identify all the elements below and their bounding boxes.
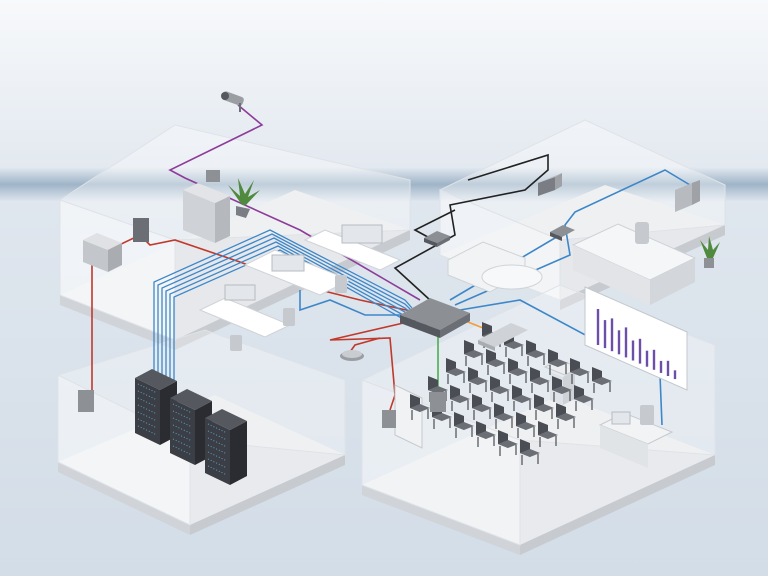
audience-chair — [472, 394, 492, 420]
audience-chair — [534, 394, 554, 420]
cable-red-outlet — [329, 317, 426, 411]
audience-chair — [592, 367, 612, 393]
server-rack-icon — [135, 369, 177, 445]
audience-chair — [552, 376, 572, 402]
reception-chair — [635, 222, 649, 244]
audience-chair — [574, 385, 594, 411]
office-chairs — [230, 275, 347, 351]
network-outlet-icon — [78, 390, 446, 428]
cctv-camera-icon — [221, 91, 244, 112]
audience-chair — [446, 358, 466, 384]
cable-tray — [478, 323, 528, 351]
server-racks — [135, 369, 247, 485]
audience-chair — [498, 430, 518, 456]
audience-chair — [454, 412, 474, 438]
cable-red-ap — [349, 337, 381, 353]
audience-chair — [508, 358, 528, 384]
audience-chair — [450, 385, 470, 411]
audience-chair — [538, 421, 558, 447]
audience-chair — [486, 349, 506, 375]
reception-access-point-icon — [550, 225, 575, 241]
cable-blue-right — [454, 169, 691, 306]
audience-chair — [494, 403, 514, 429]
wireless-access-point-icon — [340, 350, 364, 361]
desk-monitors — [224, 224, 383, 301]
audience-chair — [490, 376, 510, 402]
audience-chair — [530, 367, 550, 393]
server-room — [56, 329, 346, 535]
audience-chair — [526, 340, 546, 366]
audience-chair — [520, 439, 540, 465]
audience-chair — [548, 349, 568, 375]
audience-chair — [570, 358, 590, 384]
server-rack-icon — [205, 409, 247, 485]
conference-desk — [598, 405, 674, 468]
audience-chair — [516, 412, 536, 438]
cabinets — [183, 170, 230, 243]
screen-chart — [596, 309, 677, 380]
audience-chair — [410, 394, 430, 420]
audience-chair — [464, 340, 484, 366]
wall-device-right-icon — [675, 180, 700, 212]
cable-black — [393, 153, 549, 301]
printer-icon — [83, 218, 149, 272]
potted-plant-icon — [228, 178, 260, 218]
audience-chair — [468, 367, 488, 393]
network-switch-icon[interactable] — [400, 298, 470, 338]
office-desks — [198, 229, 402, 338]
audience-chair — [556, 403, 576, 429]
reception-sofa — [447, 241, 543, 293]
wall-device-icon — [538, 173, 562, 196]
reception-plant-icon — [700, 236, 720, 268]
audience-chair — [512, 385, 532, 411]
audience-chair — [476, 421, 496, 447]
ceiling-access-point-icon — [424, 231, 450, 247]
cable-blue-office — [299, 290, 420, 316]
reception-desk — [571, 223, 697, 305]
